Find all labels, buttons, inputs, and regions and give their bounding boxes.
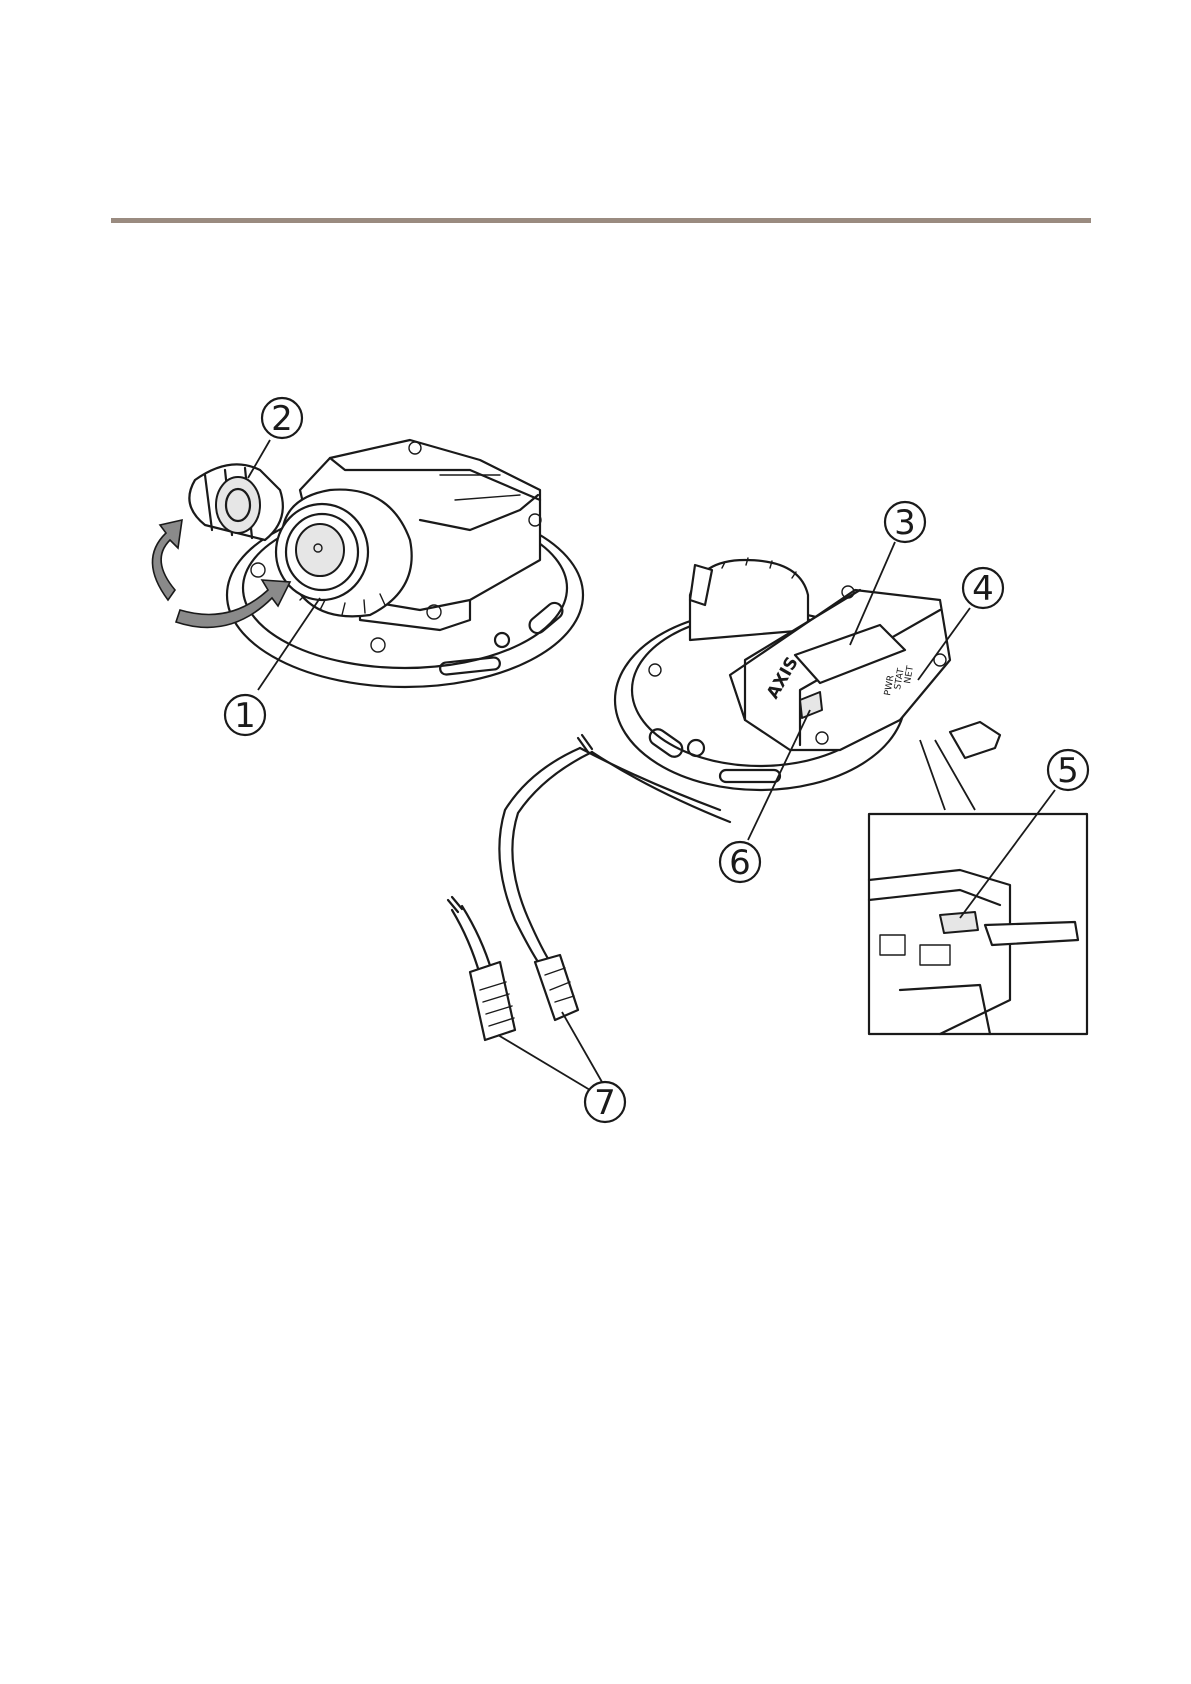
callout-2-number: 2 xyxy=(271,399,293,439)
callout-2: 2 xyxy=(248,398,302,478)
callout-3-number: 3 xyxy=(894,503,916,543)
left-camera-unit xyxy=(152,440,583,687)
inset-sd-card xyxy=(985,922,1078,945)
sd-slot-detail-inset xyxy=(869,814,1087,1034)
callout-7-leader-b xyxy=(562,1012,602,1082)
cable-secondary-a xyxy=(452,910,480,975)
callout-4-number: 4 xyxy=(972,569,994,609)
callout-5-number: 5 xyxy=(1057,751,1079,791)
right-camera-unit: AXIS NET STAT PWR xyxy=(615,558,1000,810)
lens-cap-opening xyxy=(216,477,260,533)
sd-card xyxy=(950,722,1000,758)
cables xyxy=(448,735,730,1040)
callout-7-number: 7 xyxy=(594,1083,616,1123)
cable-secondary-break xyxy=(448,897,462,912)
callout-7: 7 xyxy=(498,1012,625,1123)
inset-sd-slot xyxy=(940,912,978,933)
left-lens-glass xyxy=(296,524,344,576)
rotate-up-arrow-icon xyxy=(152,520,182,600)
callout-6-number: 6 xyxy=(729,843,751,883)
callout-1-number: 1 xyxy=(234,696,256,736)
lens-cap xyxy=(189,464,282,540)
callout-7-leader-a xyxy=(498,1035,590,1090)
m12-connector xyxy=(470,962,515,1040)
cable-break-mark xyxy=(578,735,592,752)
